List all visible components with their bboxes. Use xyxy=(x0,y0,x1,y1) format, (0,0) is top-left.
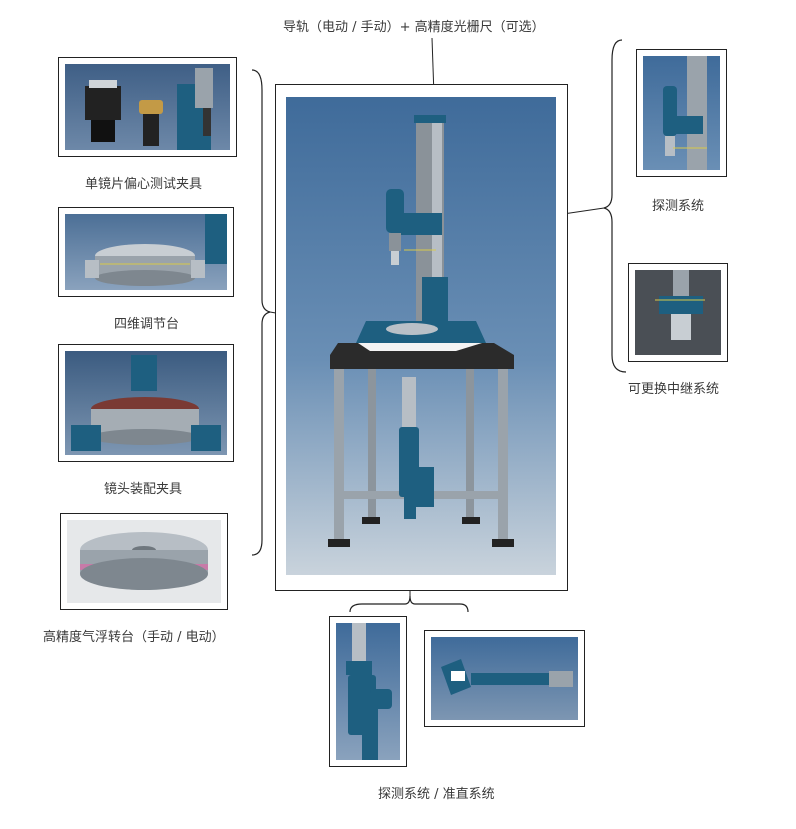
machine-render xyxy=(328,115,514,547)
lens-assembly-fixture-image xyxy=(65,351,227,455)
four-axis-stage-image xyxy=(65,214,227,290)
bottom-detector-frame xyxy=(329,616,407,767)
left-caption-3: 镜头装配夹具 xyxy=(104,482,183,497)
bottom-caption: 探测系统 / 准直系统 xyxy=(378,787,495,802)
left-caption-1: 单镜片偏心测试夹具 xyxy=(85,177,203,192)
left-caption-4: 高精度气浮转台（手动 / 电动） xyxy=(43,630,225,645)
lens-assembly-fixture-frame xyxy=(58,344,234,462)
lens-eccentricity-fixture-frame xyxy=(58,57,237,157)
right-bracket xyxy=(603,39,627,373)
detection-system-frame xyxy=(636,49,727,177)
relay-system-frame xyxy=(628,263,728,362)
air-bearing-turntable-image xyxy=(67,520,221,603)
detection-system-image xyxy=(643,56,720,170)
right-caption-2: 可更换中继系统 xyxy=(628,382,720,397)
right-caption-1: 探测系统 xyxy=(652,199,705,214)
relay-system-image xyxy=(635,270,721,355)
air-bearing-turntable-frame xyxy=(60,513,228,610)
collimator-frame xyxy=(424,630,585,727)
bottom-detector-image xyxy=(336,623,400,760)
lens-eccentricity-fixture-image xyxy=(65,64,230,150)
main-machine-frame xyxy=(275,84,568,591)
main-machine-image xyxy=(286,97,556,575)
left-caption-2: 四维调节台 xyxy=(114,317,180,332)
top-caption: 导轨（电动 / 手动）+ 高精度光栅尺（可选） xyxy=(283,20,545,35)
left-bracket xyxy=(251,69,271,556)
bottom-bracket xyxy=(349,595,469,613)
four-axis-stage-frame xyxy=(58,207,234,297)
collimator-image xyxy=(431,637,578,720)
